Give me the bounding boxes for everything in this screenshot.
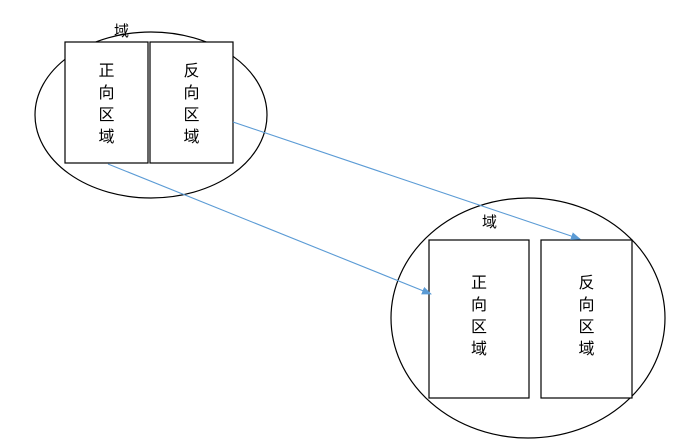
domain1-reverse-zone-box xyxy=(149,41,234,164)
domain2-reverse-zone-text: 反 向 区 域 xyxy=(578,273,595,358)
arrow-reverse-to-reverse xyxy=(232,121,581,240)
domain1-ellipse xyxy=(34,31,268,199)
domain1-label: 域 xyxy=(114,22,130,40)
domain2-forward-zone-text: 正 向 区 域 xyxy=(470,273,487,358)
domain2-label: 域 xyxy=(482,213,498,231)
domain2-forward-zone-box xyxy=(428,239,530,399)
arrow-forward-to-forward xyxy=(107,163,432,295)
domain1-reverse-zone-text: 反 向 区 域 xyxy=(183,61,200,146)
domain1-forward-zone-box xyxy=(64,41,149,164)
domain2-reverse-zone-box xyxy=(540,239,633,399)
domain1-forward-zone-text: 正 向 区 域 xyxy=(98,61,115,146)
domain2-ellipse xyxy=(390,197,666,439)
